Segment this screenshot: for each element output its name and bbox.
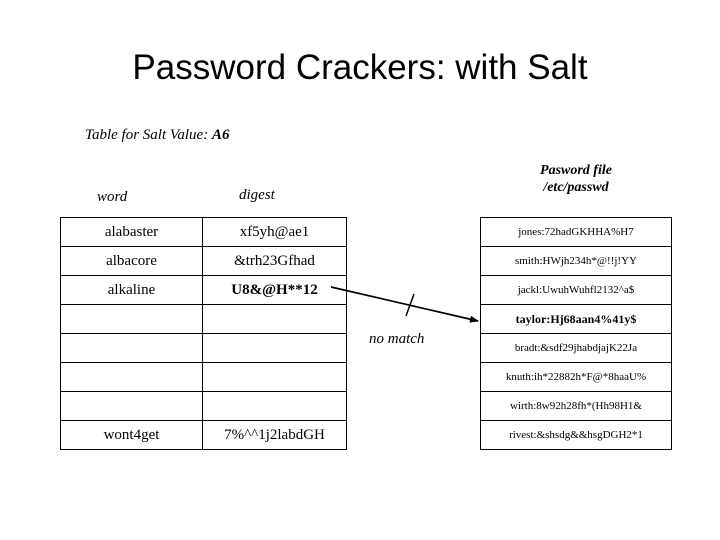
passwd-entry: taylor:Hj68aan4%41y$ xyxy=(480,304,672,334)
list-item: smith:HWjh234h*@!!j!YY xyxy=(480,246,672,276)
table-row-alkaline: alkaline U8&@H**12 xyxy=(60,275,347,305)
cell-digest: 7%^^1j2labdGH xyxy=(202,420,347,450)
cell-digest xyxy=(202,391,347,421)
cell-word: wont4get xyxy=(60,420,203,450)
salt-value: A6 xyxy=(211,127,230,143)
passwd-file-table: jones:72hadGKHHA%H7 smith:HWjh234h*@!!j!… xyxy=(480,217,672,450)
salt-table-caption-prefix: Table for Salt Value: xyxy=(85,127,212,143)
list-item-taylor: taylor:Hj68aan4%41y$ xyxy=(480,304,672,334)
cell-digest: &trh23Gfhad xyxy=(202,246,347,276)
table-row: albacore &trh23Gfhad xyxy=(60,246,347,276)
list-item: rivest:&shsdg&&hsgDGH2*1 xyxy=(480,420,672,450)
passwd-file-header-line2: /etc/passwd xyxy=(543,180,609,195)
cell-word xyxy=(60,362,203,392)
cell-word xyxy=(60,333,203,363)
cell-digest xyxy=(202,304,347,334)
page-title: Password Crackers: with Salt xyxy=(132,48,588,87)
cell-digest: xf5yh@ae1 xyxy=(202,217,347,247)
cell-digest xyxy=(202,362,347,392)
table-row: alabaster xf5yh@ae1 xyxy=(60,217,347,247)
cell-word: alkaline xyxy=(60,275,203,305)
passwd-file-header-line1: Pasword file xyxy=(540,163,612,178)
list-item: jackl:UwuhWuhfl2132^a$ xyxy=(480,275,672,305)
cell-digest: U8&@H**12 xyxy=(202,275,347,305)
table-row xyxy=(60,304,347,334)
list-item: knuth:ih*22882h*F@*8haaU% xyxy=(480,362,672,392)
passwd-entry: jackl:UwuhWuhfl2132^a$ xyxy=(480,275,672,305)
cell-word xyxy=(60,391,203,421)
passwd-entry: wirth:8w92h28fh*(Hh98H1& xyxy=(480,391,672,421)
passwd-entry: smith:HWjh234h*@!!j!YY xyxy=(480,246,672,276)
list-item: wirth:8w92h28fh*(Hh98H1& xyxy=(480,391,672,421)
passwd-entry: bradt:&sdf29jhabdjajK22Ja xyxy=(480,333,672,363)
cell-digest xyxy=(202,333,347,363)
cell-word: alabaster xyxy=(60,217,203,247)
cell-word xyxy=(60,304,203,334)
cell-word: albacore xyxy=(60,246,203,276)
passwd-entry: knuth:ih*22882h*F@*8haaU% xyxy=(480,362,672,392)
column-header-digest: digest xyxy=(239,187,275,203)
passwd-file-header: Pasword file /etc/passwd xyxy=(480,162,672,196)
table-row: wont4get 7%^^1j2labdGH xyxy=(60,420,347,450)
salt-table-caption: Table for Salt Value: A6 xyxy=(85,127,229,144)
table-row xyxy=(60,391,347,421)
no-match-label: no match xyxy=(369,331,425,347)
table-row xyxy=(60,333,347,363)
list-item: bradt:&sdf29jhabdjajK22Ja xyxy=(480,333,672,363)
list-item: jones:72hadGKHHA%H7 xyxy=(480,217,672,247)
passwd-entry: rivest:&shsdg&&hsgDGH2*1 xyxy=(480,420,672,450)
salt-digest-table: alabaster xf5yh@ae1 albacore &trh23Gfhad… xyxy=(60,217,347,450)
table-row xyxy=(60,362,347,392)
column-header-word: word xyxy=(97,189,128,205)
passwd-entry: jones:72hadGKHHA%H7 xyxy=(480,217,672,247)
